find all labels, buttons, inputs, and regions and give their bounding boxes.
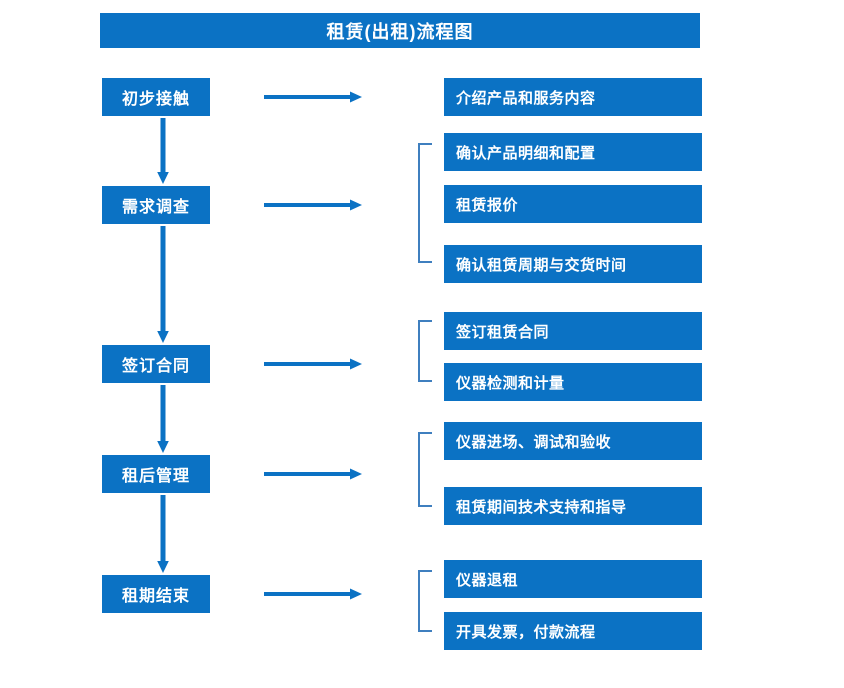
detail-box-2[interactable]: 确认产品明细和配置: [444, 133, 702, 171]
vertical-arrow-icon-3: [155, 385, 171, 453]
vertical-arrow-icon-1: [155, 118, 171, 184]
stage-box-label: 租后管理: [121, 468, 190, 485]
detail-box-label: 确认产品明细和配置: [456, 144, 596, 162]
stage-box-3[interactable]: 签订合同: [102, 345, 210, 383]
horizontal-arrow-icon-1: [264, 90, 362, 104]
horizontal-arrow-icon-3: [264, 357, 362, 371]
detail-box-label: 开具发票，付款流程: [456, 623, 596, 641]
stage-box-5[interactable]: 租期结束: [102, 575, 210, 613]
detail-box-label: 租赁期间技术支持和指导: [456, 498, 627, 516]
detail-box-1[interactable]: 介绍产品和服务内容: [444, 78, 702, 116]
detail-box-label: 确认租赁周期与交货时间: [456, 256, 627, 274]
detail-box-8[interactable]: 租赁期间技术支持和指导: [444, 487, 702, 525]
vertical-arrow-icon-4: [155, 495, 171, 573]
detail-box-4[interactable]: 确认租赁周期与交货时间: [444, 245, 702, 283]
horizontal-arrow-icon-5: [264, 587, 362, 601]
detail-box-7[interactable]: 仪器进场、调试和验收: [444, 422, 702, 460]
detail-box-5[interactable]: 签订租赁合同: [444, 312, 702, 350]
detail-box-10[interactable]: 开具发票，付款流程: [444, 612, 702, 650]
detail-box-label: 仪器退租: [456, 571, 519, 589]
horizontal-arrow-icon-4: [264, 467, 362, 481]
group-bracket-4: [418, 570, 432, 632]
stage-box-2[interactable]: 需求调查: [102, 186, 210, 224]
detail-box-label: 签订租赁合同: [456, 323, 550, 341]
horizontal-arrow-icon-2: [264, 198, 362, 212]
group-bracket-2: [418, 320, 432, 382]
detail-box-label: 仪器检测和计量: [456, 374, 565, 392]
group-bracket-1: [418, 143, 432, 263]
stage-box-label: 需求调查: [121, 199, 190, 216]
stage-box-label: 初步接触: [121, 91, 190, 108]
stage-box-1[interactable]: 初步接触: [102, 78, 210, 116]
group-bracket-3: [418, 432, 432, 507]
vertical-arrow-icon-2: [155, 226, 171, 343]
stage-box-label: 租期结束: [121, 588, 190, 605]
detail-box-label: 介绍产品和服务内容: [456, 89, 596, 107]
stage-box-label: 签订合同: [121, 358, 190, 375]
detail-box-6[interactable]: 仪器检测和计量: [444, 363, 702, 401]
detail-box-label: 仪器进场、调试和验收: [456, 433, 612, 451]
page-title: 租赁(出租)流程图: [100, 13, 700, 48]
detail-box-label: 租赁报价: [456, 196, 519, 214]
detail-box-3[interactable]: 租赁报价: [444, 185, 702, 223]
stage-box-4[interactable]: 租后管理: [102, 455, 210, 493]
detail-box-9[interactable]: 仪器退租: [444, 560, 702, 598]
